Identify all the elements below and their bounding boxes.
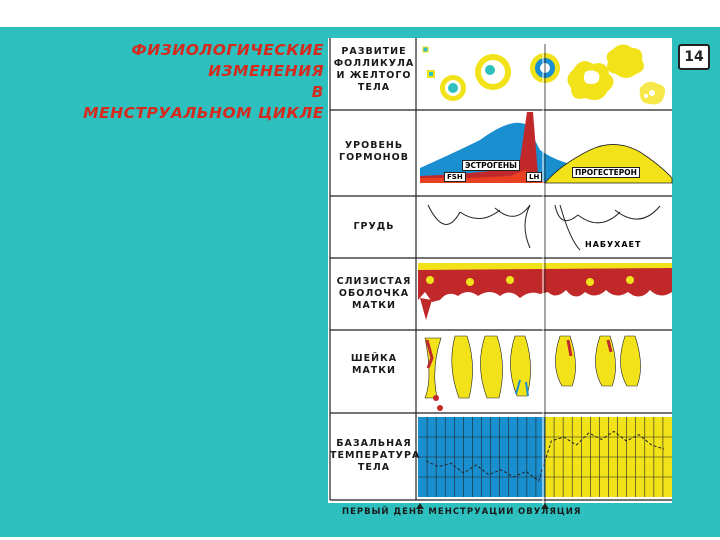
lh-label: LH: [526, 172, 542, 182]
estrogens-label: ЭСТРОГЕНЫ: [462, 160, 520, 171]
row-label-endometrium: СЛИЗИСТАЯ ОБОЛОЧКА МАТКИ: [330, 276, 418, 312]
first-day-label: ПЕРВЫЙ ДЕНЬ МЕНСТРУАЦИИ: [342, 507, 514, 517]
cervix-row: [425, 336, 641, 411]
row-label-cervix: ШЕЙКА МАТКИ: [330, 353, 418, 377]
follicle-row: [423, 44, 665, 104]
row-label-breast: ГРУДЬ: [330, 221, 418, 233]
row-label-temperature: БАЗАЛЬНАЯ ТЕМПЕРАТУРА ТЕЛА: [330, 438, 418, 474]
slide-number-badge: 14: [678, 44, 710, 70]
progesterone-label: ПРОГЕСТЕРОН: [572, 167, 640, 178]
fsh-label: FSH: [444, 172, 466, 182]
row-label-follicle: РАЗВИТИЕ ФОЛЛИКУЛА И ЖЕЛТОГО ТЕЛА: [330, 46, 418, 94]
row-label-hormones: УРОВЕНЬ ГОРМОНОВ: [330, 140, 418, 164]
breast-note-label: НАБУХАЕТ: [585, 240, 641, 249]
ovulation-label: ОВУЛЯЦИЯ: [518, 507, 581, 517]
